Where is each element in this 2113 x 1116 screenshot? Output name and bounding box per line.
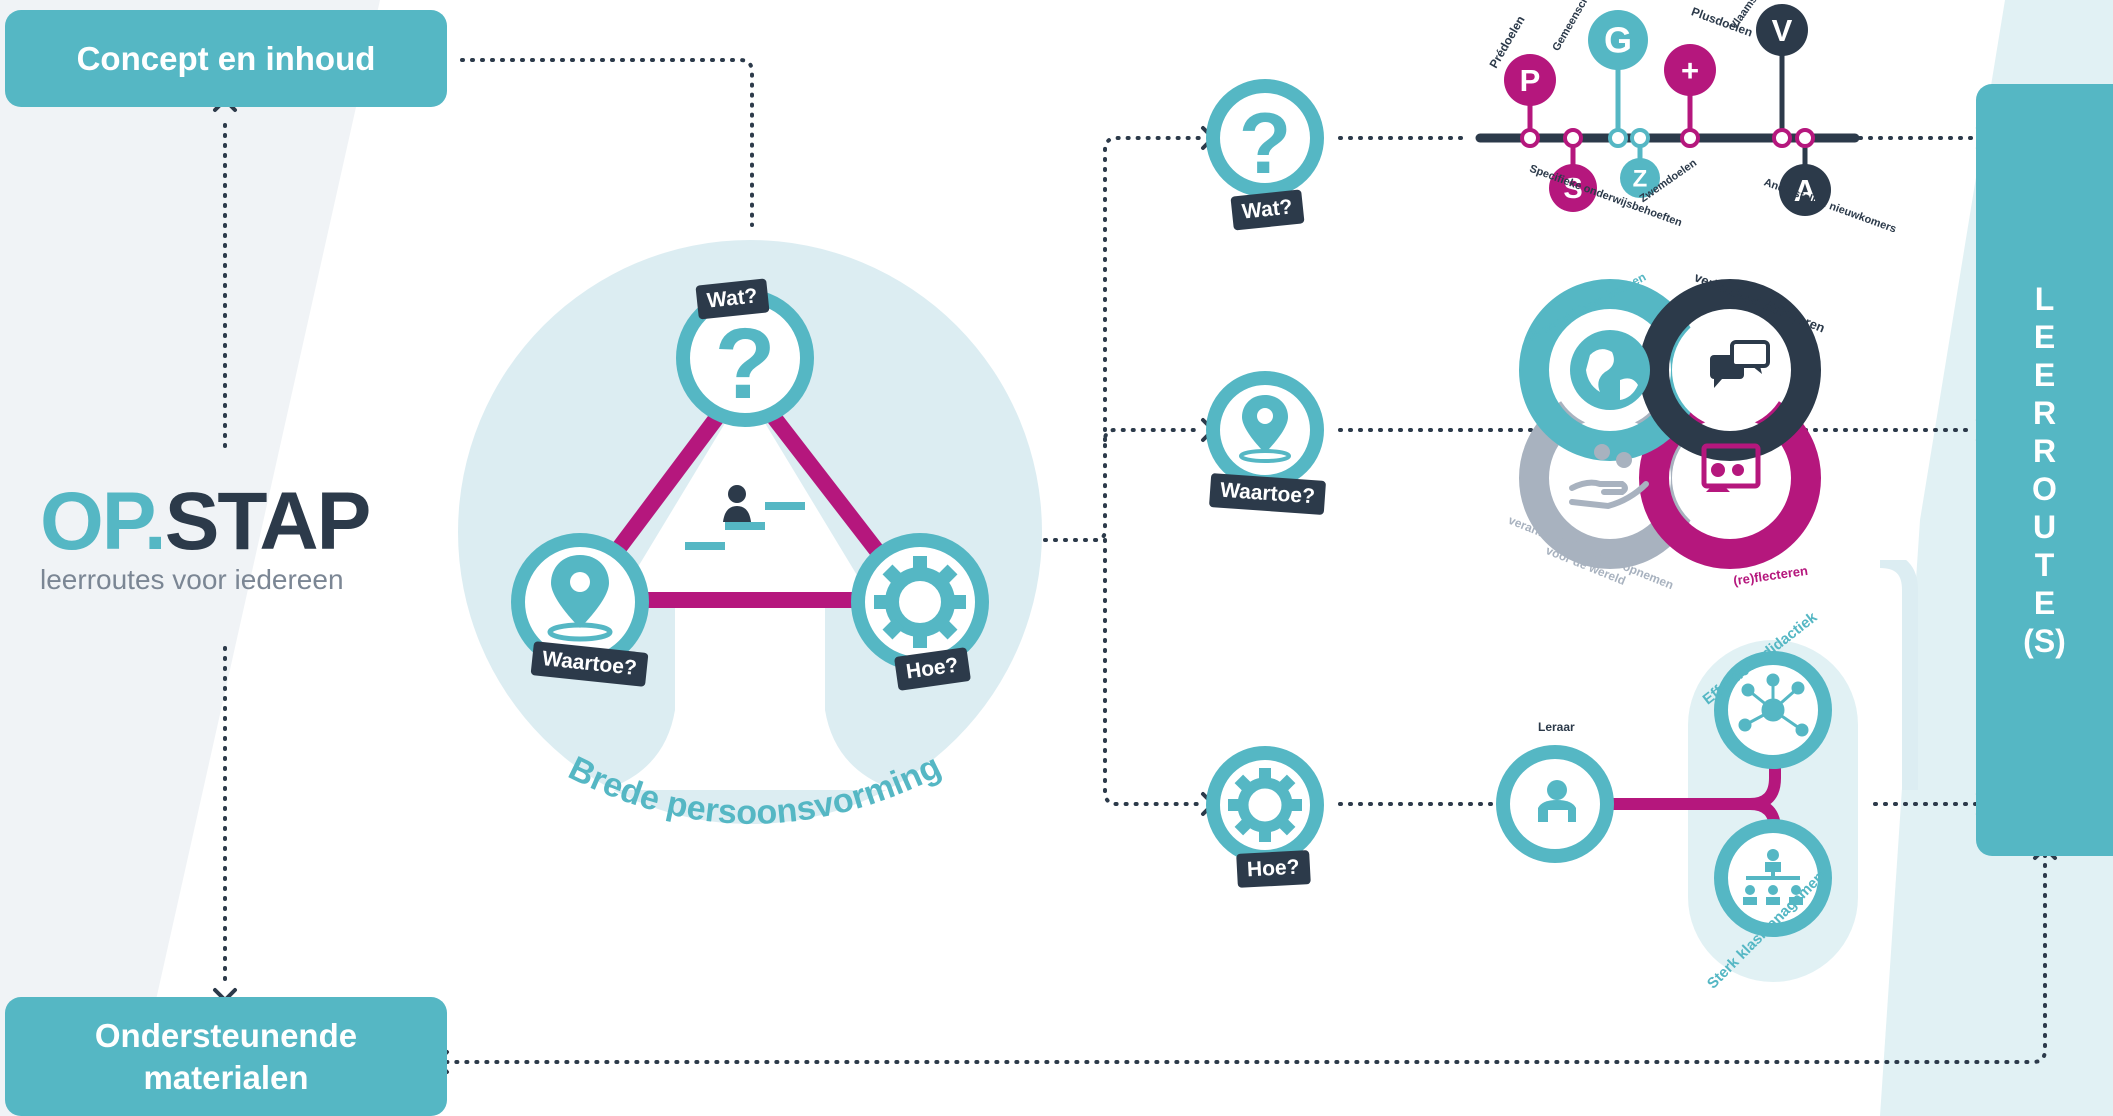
goal-letter: Z bbox=[1633, 165, 1648, 192]
goal-label-s: Specifieke onderwijsbehoeften bbox=[1527, 162, 1684, 230]
goals-diagram: P G + V S Z A bbox=[1475, 4, 1860, 216]
hierarchy-icon bbox=[1743, 849, 1803, 905]
location-pin-icon bbox=[1239, 395, 1291, 463]
teacher-icon bbox=[1538, 780, 1576, 826]
route-letter: E bbox=[2033, 585, 2056, 621]
goal-node-top-1 bbox=[1588, 10, 1648, 70]
method-label-teacher: Leraar bbox=[1538, 720, 1575, 734]
route-letter: (S) bbox=[2023, 623, 2066, 659]
gear-icon bbox=[1228, 768, 1302, 842]
row-wat-node bbox=[1206, 79, 1324, 197]
globe-icon bbox=[1570, 330, 1650, 410]
goal-node-top-2 bbox=[1664, 44, 1716, 96]
goal-letter: P bbox=[1520, 63, 1541, 98]
row-hoe-label: Hoe? bbox=[1236, 850, 1311, 888]
route-letter: L bbox=[2034, 281, 2055, 317]
materials-label-1: Ondersteunende bbox=[94, 1016, 358, 1054]
helping-hand-icon bbox=[1569, 444, 1649, 510]
network-icon bbox=[1738, 673, 1809, 737]
goal-node-bottom-2 bbox=[1779, 164, 1831, 216]
question-icon: ? bbox=[714, 308, 775, 420]
materials-box[interactable]: Ondersteunende materialen bbox=[5, 997, 447, 1116]
opstap-logo: OP.STAP leerroutes voor iedereen bbox=[40, 481, 420, 596]
goal-letter: A bbox=[1794, 173, 1816, 208]
concept-label: Concept en inhoud bbox=[76, 39, 376, 77]
goal-labels: Prédoelen Gemeenschappelijke doelen Plus… bbox=[1470, 0, 1897, 240]
route-letter: U bbox=[2032, 509, 2057, 545]
goal-node-bottom-1 bbox=[1620, 158, 1660, 198]
gear-icon bbox=[874, 556, 966, 648]
route-letter: E bbox=[2033, 319, 2056, 355]
location-pin-icon bbox=[547, 555, 613, 642]
goal-node-bottom-0 bbox=[1549, 164, 1597, 212]
logo-dot: . bbox=[143, 476, 167, 567]
route-letter: R bbox=[2032, 395, 2057, 431]
logo-stap: STAP bbox=[164, 476, 372, 567]
goal-label-g: Gemeenschappelijke doelen bbox=[1550, 0, 1595, 53]
goal-letter: V bbox=[1772, 13, 1793, 48]
route-letter: R bbox=[2032, 433, 2057, 469]
question-icon: ? bbox=[1239, 96, 1292, 192]
method-diagram bbox=[1496, 560, 1918, 982]
concept-box[interactable]: Concept en inhoud bbox=[5, 10, 447, 107]
chat-bubbles-icon bbox=[1710, 340, 1770, 388]
goal-label-p: Prédoelen bbox=[1486, 13, 1528, 71]
purpose-diagram bbox=[1519, 279, 1821, 569]
logo-tagline: leerroutes voor iedereen bbox=[40, 564, 344, 595]
goal-node-top-3 bbox=[1756, 4, 1808, 56]
route-letter: O bbox=[2032, 471, 2057, 507]
row-nodes: ? bbox=[1206, 79, 1324, 864]
goal-letter: G bbox=[1604, 20, 1632, 61]
route-letter: T bbox=[2034, 547, 2055, 583]
center-diagram: ? Brede persoonsvorming bbox=[458, 240, 1042, 832]
presentation-icon bbox=[1701, 443, 1761, 492]
goal-letter: + bbox=[1681, 53, 1699, 88]
goal-letter: S bbox=[1563, 173, 1582, 205]
materials-label-2: materialen bbox=[143, 1058, 309, 1096]
route-letter: E bbox=[2033, 357, 2056, 393]
goal-label-z: Zwemdoelen bbox=[1637, 156, 1700, 206]
logo-op: OP bbox=[40, 476, 146, 567]
goal-node-top-0 bbox=[1504, 54, 1556, 106]
